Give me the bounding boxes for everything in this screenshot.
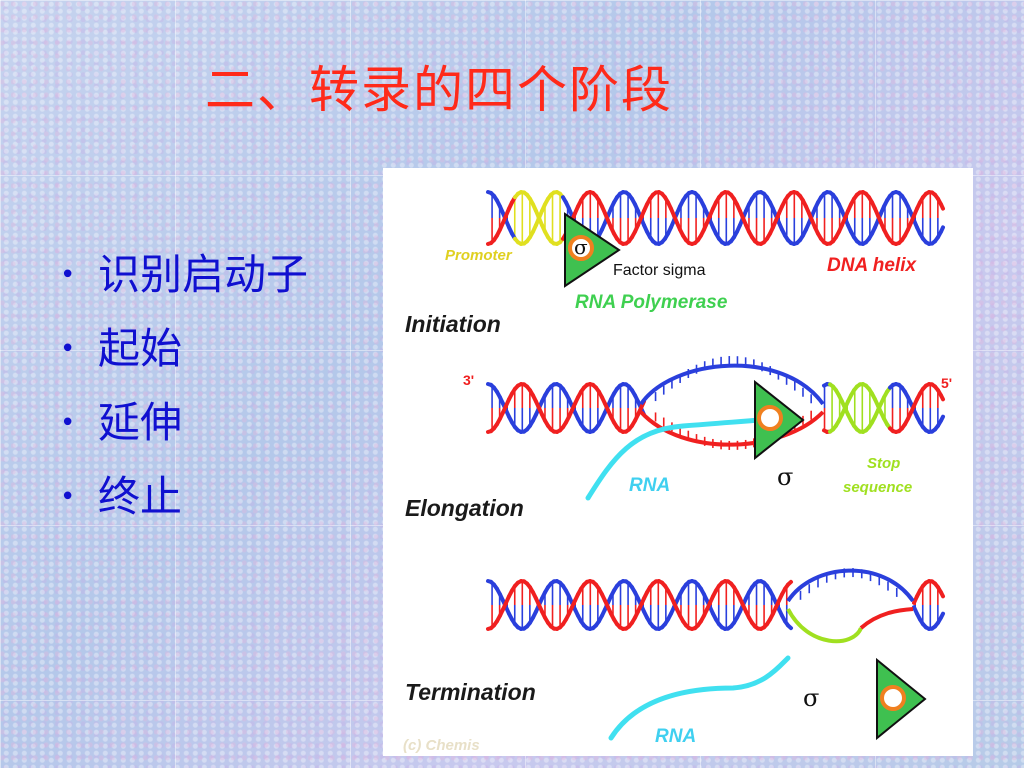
termination-label: Termination bbox=[405, 679, 536, 705]
bullet-item: • 识别启动子 bbox=[60, 238, 308, 312]
sigma-factor-circle bbox=[568, 235, 594, 261]
dna-backbone-strand-a bbox=[939, 414, 945, 423]
bullet-dot-icon: • bbox=[60, 482, 76, 512]
sigma-symbol: σ bbox=[574, 235, 588, 259]
polymerase-core-circle-released bbox=[880, 685, 906, 711]
dna-helix-label: DNA helix bbox=[827, 255, 917, 276]
bubble-coding-strand bbox=[639, 410, 825, 447]
bullet-dot-icon: • bbox=[60, 260, 76, 290]
elongation-helix bbox=[486, 382, 945, 434]
transcription-figure: σ σ σ Promoter Factor sigma DNA helix RNA … bbox=[383, 168, 973, 756]
promoter-label: Promoter bbox=[445, 247, 513, 264]
credit-label: (c) Chemis bbox=[403, 737, 480, 754]
elongation-label: Elongation bbox=[405, 495, 524, 521]
polymerase-layer: σ σ σ bbox=[564, 212, 927, 741]
transcription-bubble bbox=[639, 356, 825, 450]
dna-backbone-strand-a bbox=[786, 623, 793, 631]
bullet-item: • 终止 bbox=[60, 460, 308, 534]
three-prime-label: 3' bbox=[463, 372, 474, 388]
dna-backbone-strand-b bbox=[939, 393, 945, 402]
bullet-text: 识别启动子 bbox=[98, 250, 309, 299]
rna-transcript-released bbox=[608, 655, 791, 741]
dna-helix-layer bbox=[486, 190, 945, 644]
bullet-text: 终止 bbox=[98, 472, 183, 521]
bullet-dot-icon: • bbox=[60, 408, 76, 438]
bubble-template-strand bbox=[639, 363, 825, 406]
slide-title: 二、转录的四个阶段 bbox=[205, 61, 673, 119]
transcription-diagram-svg: σ σ σ Promoter Factor sigma DNA helix RNA … bbox=[403, 190, 952, 754]
rna-label-termination: RNA bbox=[655, 726, 696, 747]
rna-polymerase-label: RNA Polymerase bbox=[575, 292, 728, 313]
dna-backbone-strand-a bbox=[939, 611, 945, 620]
sigma-symbol-released: σ bbox=[777, 463, 793, 491]
sigma-symbol-termination: σ bbox=[803, 684, 819, 712]
sequence-label: sequence bbox=[843, 479, 912, 496]
dna-backbone-strand-b bbox=[939, 202, 945, 211]
termination-bubble bbox=[786, 568, 915, 644]
initiation-helix bbox=[486, 190, 945, 246]
termination-coding-strand bbox=[859, 607, 914, 630]
dna-backbone-strand-a bbox=[939, 225, 945, 234]
factor-sigma-label: Factor sigma bbox=[613, 262, 706, 279]
bullet-text: 延伸 bbox=[98, 398, 183, 447]
dna-backbone-strand-b bbox=[786, 579, 793, 587]
bullet-item: • 延伸 bbox=[60, 386, 308, 460]
termination-stop-strand bbox=[786, 608, 863, 644]
termination-helix bbox=[486, 579, 945, 631]
polymerase-core-circle bbox=[757, 405, 783, 431]
termination-template-strand bbox=[786, 568, 915, 603]
rna-label: RNA bbox=[629, 475, 670, 496]
dna-backbone-strand-b bbox=[939, 590, 945, 599]
bullet-dot-icon: • bbox=[60, 334, 76, 364]
bullet-text: 起始 bbox=[98, 324, 183, 373]
stop-label: Stop bbox=[867, 455, 900, 472]
bullet-list: • 识别启动子 • 起始 • 延伸 • 终止 bbox=[60, 238, 308, 534]
initiation-label: Initiation bbox=[405, 311, 501, 337]
rna-strand-layer bbox=[585, 415, 791, 741]
bullet-item: • 起始 bbox=[60, 312, 308, 386]
five-prime-label: 5' bbox=[941, 375, 952, 391]
